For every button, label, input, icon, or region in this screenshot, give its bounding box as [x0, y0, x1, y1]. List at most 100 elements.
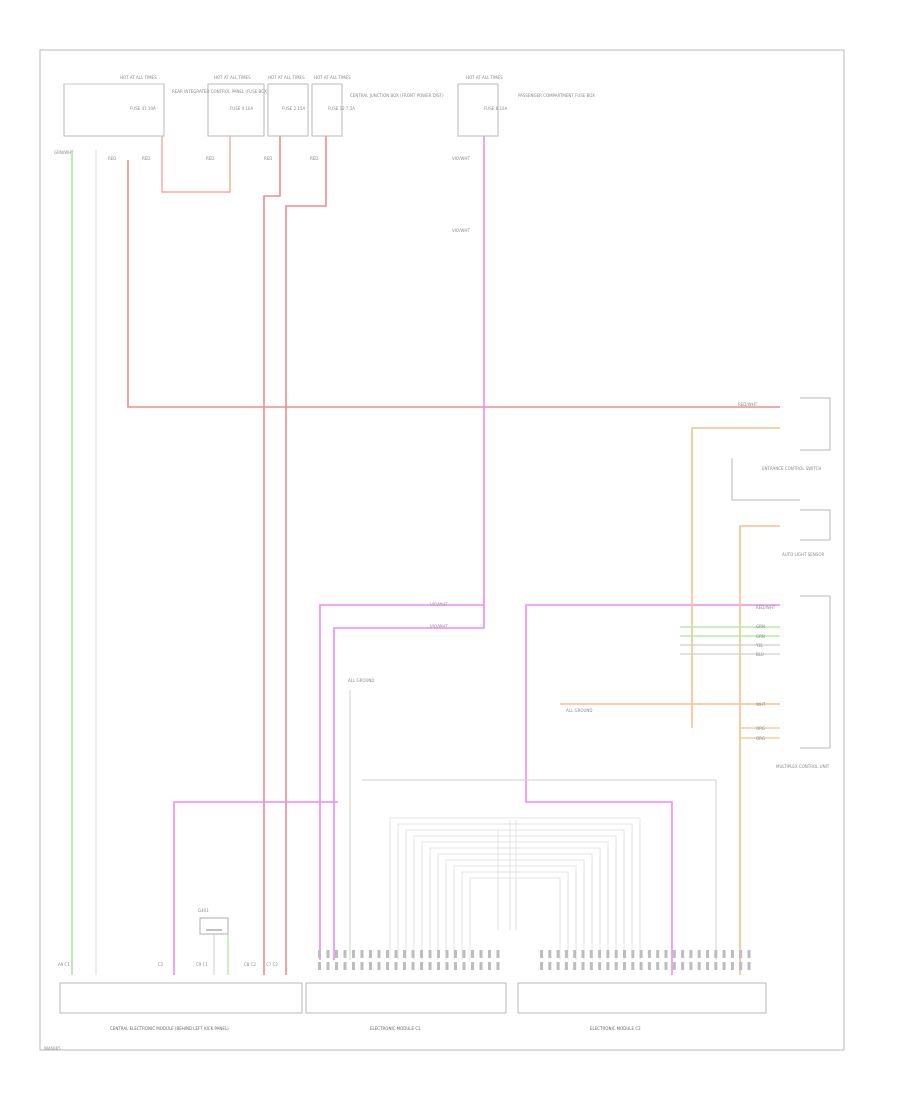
pink-loop — [161, 136, 231, 193]
connector-pin — [606, 962, 610, 970]
fuse-2-rating: FUSE 4 10A — [230, 106, 253, 111]
magenta-wire-b — [333, 605, 485, 960]
fuse-4-desc: CENTRAL JUNCTION BOX (FRONT POWER DIST) — [350, 93, 444, 98]
wire-label-red-wht-mid: RED/WHT — [738, 402, 758, 407]
right-components: ENTRANCE CONTROL SWITCH AUTO LIGHT SENSO… — [731, 397, 831, 769]
component-entrance-switch: ENTRANCE CONTROL SWITCH — [762, 466, 821, 471]
connector-pin — [689, 950, 693, 958]
wire-labels-top: GRN/WHT RED RED RED RED RED VIO/WHT VIO/… — [54, 150, 758, 629]
fuse-5-rating: FUSE 8 10A — [484, 106, 507, 111]
connector-pin — [420, 962, 423, 970]
connector-pin — [672, 950, 676, 958]
red-wire-v1 — [263, 136, 281, 975]
lconn-label-4: C7 C2 — [266, 962, 278, 967]
connector-pin — [454, 950, 457, 958]
lconn-label-3: C8 C2 — [244, 962, 256, 967]
connector-pin — [623, 950, 626, 958]
connector-pin — [394, 950, 398, 958]
connector-pin — [360, 962, 364, 970]
connector-pin — [540, 950, 543, 958]
connector-pin — [606, 950, 610, 958]
pins-center — [318, 950, 500, 970]
connector-pin — [386, 962, 389, 970]
component-auto-light-sensor: AUTO LIGHT SENSOR — [782, 552, 825, 557]
connector-pin — [488, 962, 491, 970]
fuse-3-header: HOT AT ALL TIMES — [268, 75, 305, 80]
module-right-label: ELECTRONIC MODULE C2 — [590, 1026, 641, 1031]
connector-pin — [471, 962, 474, 970]
connector-pin — [496, 962, 500, 970]
connector-pin — [394, 962, 398, 970]
connector-pin — [411, 950, 415, 958]
connector-pin — [496, 950, 500, 958]
connector-pin — [343, 962, 347, 970]
connector-pin — [722, 950, 726, 958]
connector-pin — [540, 962, 543, 970]
ground-label: G401 — [198, 908, 209, 913]
lconn-label-0: A9 C1 — [58, 962, 70, 967]
connector-pin — [697, 962, 701, 970]
fuse-4-header: HOT AT ALL TIMES — [314, 75, 351, 80]
connector-pin — [445, 962, 449, 970]
connector-pin — [681, 962, 685, 970]
connector-pin — [730, 962, 734, 970]
connector-pin — [454, 962, 457, 970]
right-connector-labels: RED/WHT GRN GRN YEL BLU WHT ORG ORG — [755, 605, 776, 741]
connector-pin — [488, 950, 491, 958]
connector-pin — [589, 962, 593, 970]
fuse-box-5 — [457, 83, 499, 137]
connector-pin — [556, 962, 560, 970]
fuse-5-desc: PASSENGER COMPARTMENT FUSE BOX — [518, 93, 595, 98]
connector-pin — [631, 962, 635, 970]
fuse-1-desc: REAR INTEGRATED CONTROL PANEL (FUSE BOX) — [172, 89, 269, 94]
connector-pin — [581, 962, 585, 970]
fuse-box-2 — [207, 83, 265, 137]
fuse-2-header: HOT AT ALL TIMES — [214, 75, 251, 80]
connector-pin — [335, 962, 338, 970]
fuse-box-group: HOT AT ALL TIMES FUSE 41 10A REAR INTEGR… — [63, 75, 595, 137]
connector-pin — [598, 950, 602, 958]
connector-pin — [706, 962, 709, 970]
connector-pin — [335, 950, 338, 958]
rconn-label-4: BLU — [756, 652, 764, 657]
connector-pin — [369, 962, 372, 970]
center-label-all-ground-1: ALL GROUND — [348, 678, 375, 683]
wire-label-red-4: RED — [264, 156, 272, 161]
connector-pin — [573, 950, 577, 958]
diagram-frame — [39, 49, 845, 1051]
connector-pin — [672, 962, 676, 970]
connector-pin — [689, 962, 693, 970]
wire-label-grn-wht: GRN/WHT — [54, 150, 74, 155]
wire-label-red-1: RED — [108, 156, 116, 161]
orange-wire-2 — [739, 525, 780, 975]
module-right-box — [517, 982, 767, 1014]
connector-pin — [631, 950, 635, 958]
connector-pin — [614, 950, 618, 958]
fuse-4-rating: FUSE 12 7.5A — [328, 106, 355, 111]
connector-pin — [614, 962, 618, 970]
pins-right — [540, 950, 751, 970]
red-wire-main — [127, 160, 780, 408]
gray-wire-top-bus — [362, 779, 717, 960]
bottom-modules: CENTRAL ELECTRONIC MODULE (BEHIND LEFT K… — [58, 962, 767, 1031]
ground-symbol: G401 — [198, 908, 229, 975]
module-left-box — [59, 982, 303, 1014]
connector-pin — [548, 962, 552, 970]
rconn-label-5: WHT — [756, 702, 766, 707]
connector-pin — [722, 962, 726, 970]
fuse-1-rating: FUSE 41 10A — [130, 106, 156, 111]
connector-pin — [548, 950, 552, 958]
connector-pin — [403, 950, 406, 958]
connector-pin — [573, 962, 577, 970]
footer-code: W46065 — [44, 1046, 61, 1051]
connector-pin — [564, 950, 568, 958]
magenta-wire-a — [319, 604, 484, 960]
connector-pin — [739, 950, 743, 958]
connector-pin — [360, 950, 364, 958]
connector-pin — [403, 962, 406, 970]
connector-pin — [589, 950, 593, 958]
fuse-5-header: HOT AT ALL TIMES — [466, 75, 503, 80]
connector-pin — [318, 950, 321, 958]
connector-pin — [479, 950, 483, 958]
